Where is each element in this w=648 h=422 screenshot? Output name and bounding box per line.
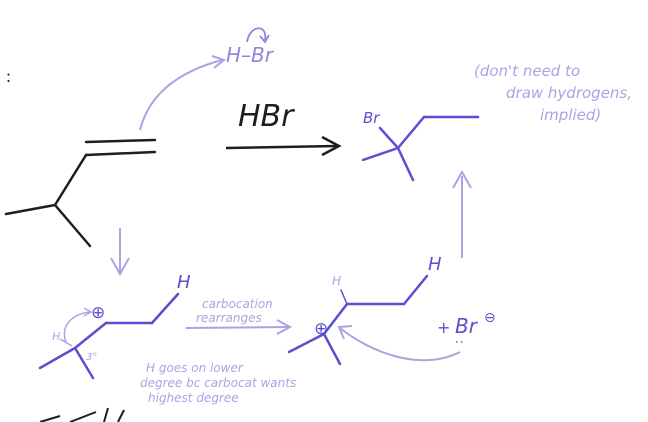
- cc2-hydrogen-right: H: [428, 254, 442, 275]
- alkene-double-bond-bottom: [84, 150, 157, 157]
- product-bond-methyl-down: [396, 146, 415, 182]
- bromide-label: Br: [455, 314, 479, 338]
- rearrange-arrow-head: [276, 319, 293, 335]
- product-bond-up: [396, 115, 426, 150]
- cc1-positive-charge: ⊕: [91, 303, 105, 323]
- hydride-shift-arrow-head: [83, 307, 93, 317]
- cc2-bond-methyl-down: [322, 332, 342, 366]
- note-line-3: implied): [540, 106, 601, 124]
- cc1-degree-label: 3°: [86, 352, 97, 363]
- bromide-charge: ⊖: [484, 310, 496, 326]
- bond-break-curved-arrow: [246, 27, 267, 43]
- cc2-h-bond: [340, 289, 348, 305]
- cc2-positive-charge: ⊕: [314, 319, 328, 339]
- stray-mark: :: [6, 66, 11, 86]
- cc2-hydrogen-top: H: [332, 274, 341, 288]
- curved-arrow-to-hbr: [139, 59, 223, 131]
- nucleophile-attack-arrow-head: [337, 325, 353, 340]
- up-arrow-head: [452, 169, 472, 189]
- implied-hydrogens-note: (don't need to draw hydrogens, implied): [474, 62, 632, 124]
- hydride-note-line-2: degree bc carbocat wants: [140, 376, 296, 390]
- cc1-bond-chain-1: [73, 321, 108, 350]
- cc2-bond-3: [402, 274, 429, 306]
- cc1-bond-methyl-down: [73, 346, 95, 380]
- reaction-arrow-label: HBr: [238, 99, 295, 134]
- alkene-methyl-down: [53, 203, 92, 248]
- rearrange-label-line-2: rearranges: [196, 311, 262, 325]
- cc2-bond-methyl-left: [287, 332, 326, 354]
- rearrange-label-line-1: carbocation: [202, 297, 273, 311]
- bond-break-curved-arrow-head: [259, 34, 270, 44]
- reaction-arrow-shaft: [225, 144, 338, 150]
- cc2-bond-1: [322, 302, 349, 336]
- rearrange-arrow-shaft: [185, 326, 289, 329]
- starting-alkene: [4, 138, 157, 248]
- carbocation-1: [38, 292, 180, 380]
- cc1-hydrogen-left: H: [52, 330, 60, 343]
- cc1-bond-methyl-left: [38, 346, 77, 370]
- product-br-label: Br: [363, 109, 380, 127]
- product-bond-methyl-left: [361, 146, 400, 162]
- down-arrow-head: [110, 257, 130, 277]
- cc1-hydrogen-top: H: [177, 272, 191, 293]
- alkene-double-bond-top: [84, 138, 157, 144]
- cc1-hydrogen-bond: [59, 338, 73, 347]
- bromide-plus: +: [437, 318, 450, 337]
- curved-arrow-to-hbr-head: [211, 55, 227, 69]
- alkene-bond: [53, 153, 88, 207]
- hydride-note-line-3: highest degree: [148, 391, 239, 405]
- bromide-lone-pair: :: [452, 340, 467, 344]
- hydride-note-line-1: H goes on lower: [146, 361, 244, 375]
- product-structure: [361, 115, 480, 182]
- cc1-bond-chain-3: [150, 292, 180, 325]
- note-line-1: (don't need to: [474, 62, 580, 80]
- stray-scribble: [39, 407, 125, 422]
- product-bond-br: [378, 126, 400, 150]
- carbocation-2: [287, 274, 429, 366]
- alkene-methyl-left: [4, 203, 57, 216]
- reaction-arrow-head: [321, 135, 342, 157]
- reagent-hbr: H–Br: [226, 43, 275, 67]
- note-line-2: draw hydrogens,: [506, 84, 632, 102]
- hydride-shift-arrow: [63, 311, 91, 343]
- nucleophile-attack-arrow: [339, 327, 461, 362]
- hydride-note: H goes on lower degree bc carbocat wants…: [140, 361, 296, 405]
